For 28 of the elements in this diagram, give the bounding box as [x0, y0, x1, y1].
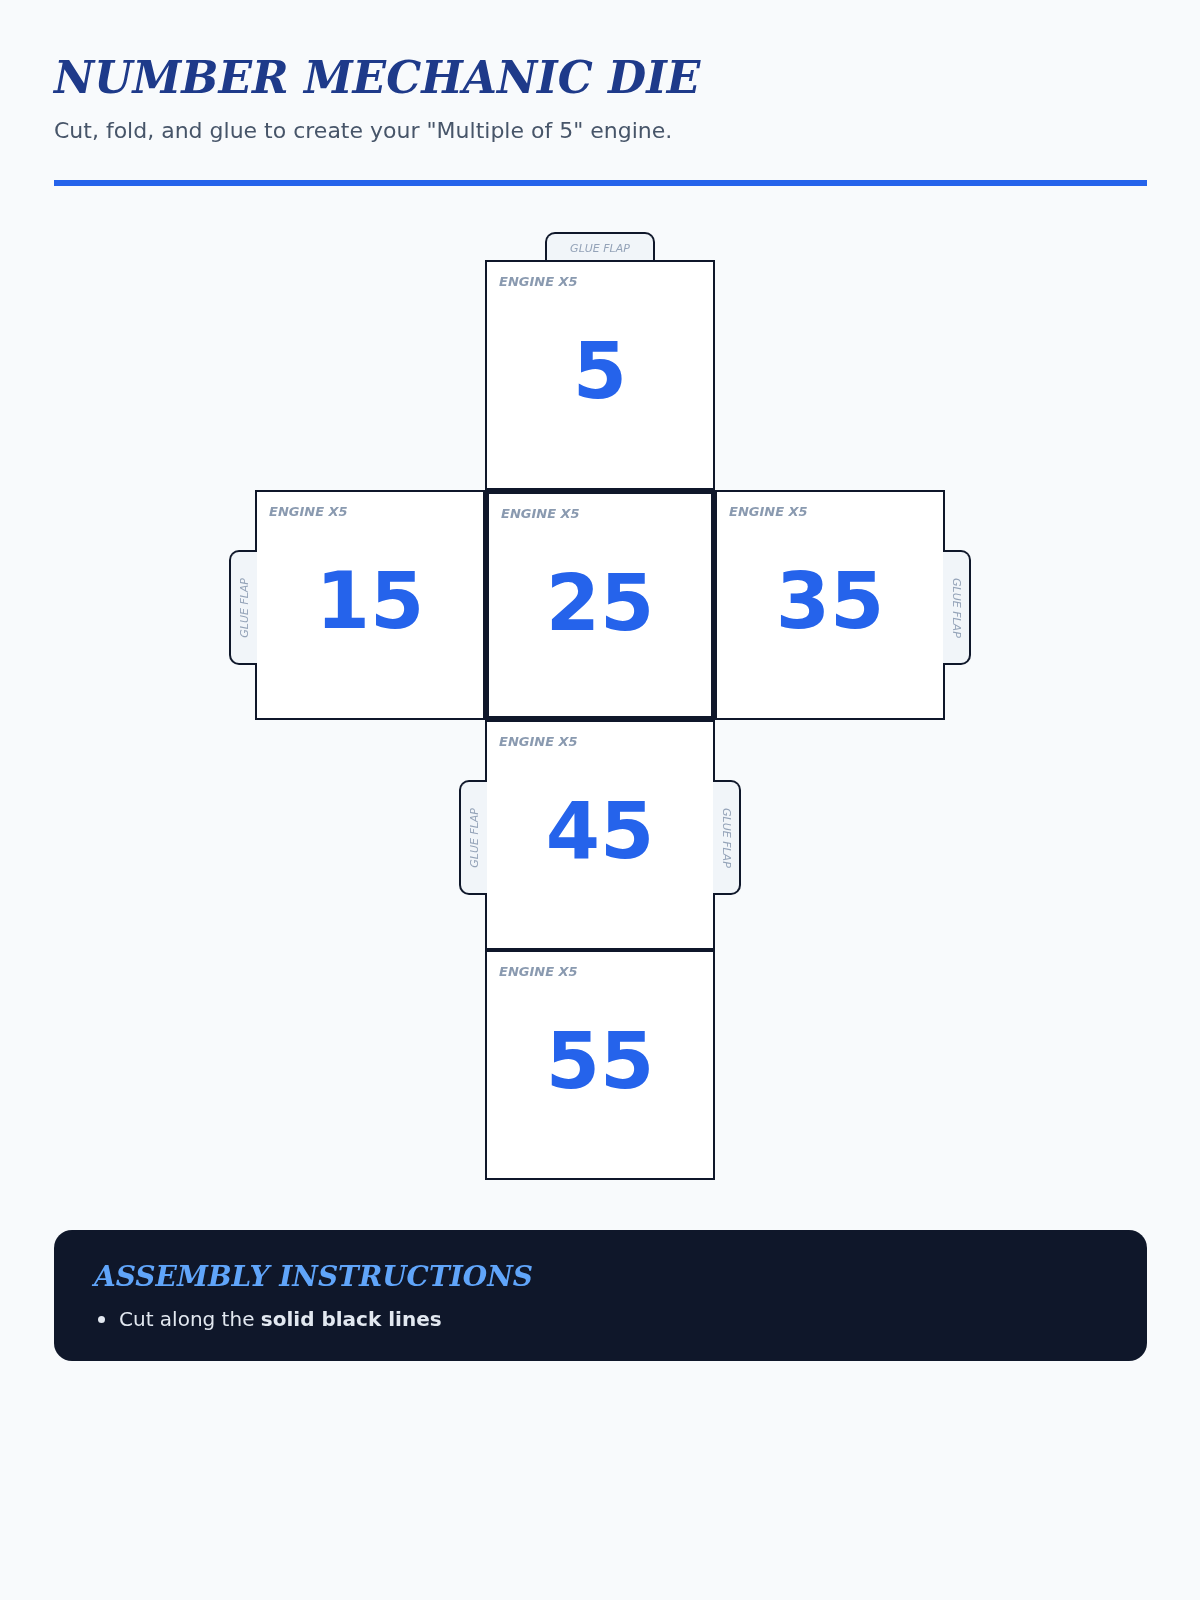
- face-label: ENGINE X5: [499, 734, 578, 749]
- face-label: ENGINE X5: [501, 506, 580, 521]
- face-label: ENGINE X5: [729, 504, 808, 519]
- instructions-panel: [54, 1230, 1147, 1361]
- face-number: 35: [774, 562, 886, 640]
- glue-flap: GLUE FLAP: [545, 232, 655, 262]
- face-number: 45: [544, 792, 656, 870]
- glue-flap: GLUE FLAP: [943, 550, 971, 665]
- page-title: NUMBER MECHANIC DIE: [54, 52, 701, 103]
- instruction-item: Cut along the solid black lines: [119, 1307, 442, 1331]
- face-label: ENGINE X5: [499, 964, 578, 979]
- die-face: [485, 490, 715, 720]
- face-number: 25: [544, 564, 656, 642]
- face-number: 55: [544, 1022, 656, 1100]
- subtitle: Cut, fold, and glue to create your "Multiple of 5" engine.: [54, 118, 673, 143]
- die-face: [715, 490, 945, 720]
- die-face: [485, 720, 715, 950]
- die-face: [255, 490, 485, 720]
- glue-flap: GLUE FLAP: [713, 780, 741, 895]
- die-face: [485, 260, 715, 490]
- face-label: ENGINE X5: [269, 504, 348, 519]
- glue-flap: GLUE FLAP: [459, 780, 487, 895]
- panel-heading: ASSEMBLY INSTRUCTIONS: [94, 1260, 535, 1293]
- glue-flap: GLUE FLAP: [229, 550, 257, 665]
- face-number: 15: [314, 562, 426, 640]
- face-label: ENGINE X5: [499, 274, 578, 289]
- face-number: 5: [571, 332, 629, 410]
- die-face: [485, 950, 715, 1180]
